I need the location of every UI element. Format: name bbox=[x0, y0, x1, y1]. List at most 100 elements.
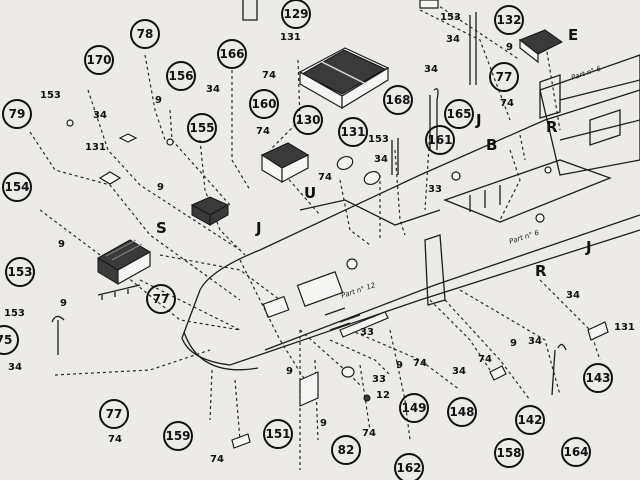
deck-bollard bbox=[535, 213, 545, 223]
svg-text:153: 153 bbox=[440, 12, 461, 23]
superstructure-line-2 bbox=[559, 119, 640, 141]
svg-text:153: 153 bbox=[40, 90, 61, 101]
svg-text:79: 79 bbox=[9, 107, 26, 121]
svg-text:12: 12 bbox=[376, 390, 390, 401]
svg-text:74: 74 bbox=[210, 454, 224, 465]
svg-text:149: 149 bbox=[401, 401, 426, 415]
svg-text:34: 34 bbox=[528, 336, 542, 347]
svg-text:9: 9 bbox=[506, 42, 513, 53]
callout-155: 155 bbox=[187, 113, 217, 143]
part-131-cyl-2 bbox=[363, 170, 381, 186]
callout-156: 156 bbox=[166, 61, 196, 91]
part-132-side bbox=[519, 38, 539, 64]
callout-130: 130 bbox=[293, 105, 323, 135]
callout-131: 131 bbox=[338, 117, 368, 147]
svg-text:9: 9 bbox=[286, 366, 293, 377]
svg-text:131: 131 bbox=[340, 125, 365, 139]
svg-text:168: 168 bbox=[385, 93, 410, 107]
callout-82: 82 bbox=[331, 435, 361, 465]
svg-text:S: S bbox=[156, 219, 167, 237]
svg-text:74: 74 bbox=[262, 70, 276, 81]
part-151-plate bbox=[299, 371, 319, 407]
part-153-rail bbox=[97, 284, 141, 296]
svg-text:E: E bbox=[568, 26, 578, 44]
deck-posts bbox=[469, 185, 501, 212]
svg-text:33: 33 bbox=[428, 184, 442, 195]
svg-text:75: 75 bbox=[0, 333, 12, 347]
svg-text:74: 74 bbox=[362, 428, 376, 439]
callout-142: 142 bbox=[515, 405, 545, 435]
svg-text:74: 74 bbox=[500, 98, 514, 109]
part-82-drum bbox=[341, 366, 355, 378]
part-160-front bbox=[281, 154, 309, 184]
fitting-156 bbox=[166, 138, 174, 146]
callout-158: 158 bbox=[494, 438, 524, 468]
svg-text:34: 34 bbox=[452, 366, 466, 377]
assembly-letters: E R J B U J S R J bbox=[156, 26, 592, 280]
svg-text:82: 82 bbox=[338, 443, 355, 457]
svg-text:74: 74 bbox=[478, 354, 492, 365]
svg-text:130: 130 bbox=[295, 113, 320, 127]
svg-text:9: 9 bbox=[60, 298, 67, 309]
svg-text:Part n° 12: Part n° 12 bbox=[340, 281, 377, 300]
svg-text:166: 166 bbox=[219, 47, 244, 61]
vent-75 bbox=[51, 315, 65, 355]
svg-text:77: 77 bbox=[496, 70, 513, 84]
svg-text:142: 142 bbox=[517, 413, 542, 427]
svg-text:34: 34 bbox=[446, 34, 460, 45]
deck-plank-marks bbox=[324, 307, 361, 331]
svg-text:J: J bbox=[255, 219, 262, 237]
svg-text:170: 170 bbox=[86, 53, 111, 67]
superstructure-block bbox=[539, 54, 640, 176]
svg-text:131: 131 bbox=[280, 32, 301, 43]
svg-text:34: 34 bbox=[8, 362, 22, 373]
fitting-131-right bbox=[587, 321, 609, 341]
svg-text:165: 165 bbox=[446, 107, 471, 121]
svg-text:9: 9 bbox=[320, 418, 327, 429]
fitting-79 bbox=[98, 171, 122, 185]
superstructure-step bbox=[539, 74, 561, 119]
leader-lines bbox=[29, 0, 601, 470]
svg-text:161: 161 bbox=[427, 133, 452, 147]
callout-160: 160 bbox=[249, 89, 279, 119]
svg-text:9: 9 bbox=[510, 338, 517, 349]
fitting-bottom bbox=[231, 433, 251, 449]
svg-text:33: 33 bbox=[372, 374, 386, 385]
callout-149: 149 bbox=[399, 393, 429, 423]
callout-143: 143 bbox=[583, 363, 613, 393]
callout-165: 165 bbox=[444, 99, 474, 129]
callout-148: 148 bbox=[447, 397, 477, 427]
deck-plate-mid bbox=[443, 159, 612, 223]
svg-text:B: B bbox=[486, 136, 497, 154]
svg-text:153: 153 bbox=[368, 134, 389, 145]
svg-text:153: 153 bbox=[4, 308, 25, 319]
vent-top bbox=[469, 12, 477, 85]
callout-154: 154 bbox=[2, 172, 32, 202]
svg-text:151: 151 bbox=[265, 427, 290, 441]
callout-153: 153 bbox=[5, 257, 35, 287]
vent-164 bbox=[551, 343, 567, 396]
svg-text:34: 34 bbox=[374, 154, 388, 165]
bow-curve bbox=[183, 331, 259, 371]
svg-text:34: 34 bbox=[566, 290, 580, 301]
svg-text:156: 156 bbox=[168, 69, 193, 83]
callout-79: 79 bbox=[2, 99, 32, 129]
part-129-side-2 bbox=[341, 66, 389, 110]
svg-text:9: 9 bbox=[157, 182, 164, 193]
deck-bollard-3 bbox=[544, 166, 552, 174]
svg-text:Part n° 6: Part n° 6 bbox=[570, 65, 602, 82]
part-154-front bbox=[117, 250, 151, 286]
svg-text:160: 160 bbox=[251, 97, 276, 111]
svg-text:78: 78 bbox=[137, 27, 154, 41]
callout-77-right: 77 bbox=[489, 62, 519, 92]
svg-text:129: 129 bbox=[283, 7, 308, 21]
hull-side-line bbox=[264, 214, 640, 351]
svg-text:159: 159 bbox=[165, 429, 190, 443]
svg-text:158: 158 bbox=[496, 446, 521, 460]
part-162-knob bbox=[363, 394, 371, 402]
svg-text:34: 34 bbox=[206, 84, 220, 95]
deck-well bbox=[424, 234, 446, 306]
callout-129: 129 bbox=[281, 0, 311, 29]
deck-fittings bbox=[262, 109, 621, 331]
